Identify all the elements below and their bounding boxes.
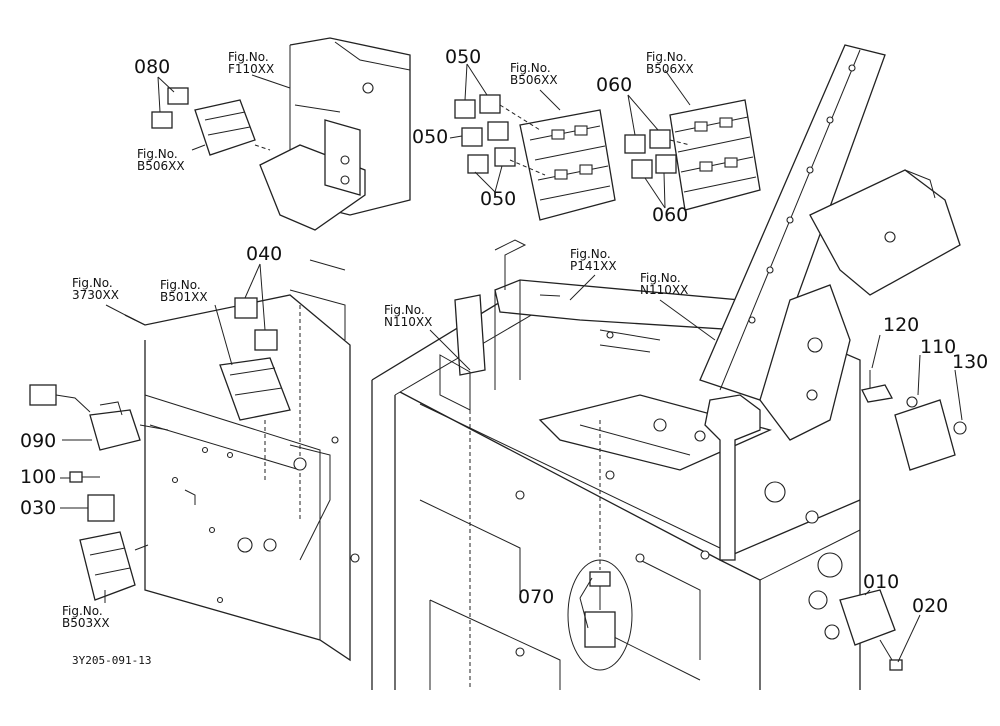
fig-ref-prefix: Fig.No.	[384, 303, 425, 317]
fig-ref-prefix: Fig.No.	[72, 276, 113, 290]
fig-ref-prefix: Fig.No.	[640, 271, 681, 285]
fig-ref-3730: Fig.No. 3730XX	[72, 277, 119, 301]
bolt-100	[69, 471, 100, 483]
relays-050	[454, 94, 546, 176]
callout-050-bottom: 050	[480, 188, 517, 210]
callout-110: 110	[920, 336, 957, 358]
fig-ref-code: 3730XX	[72, 288, 119, 302]
callout-080: 080	[134, 56, 171, 78]
fig-ref-code: B506XX	[646, 62, 694, 76]
drawing-code: 3Y205-091-13	[72, 654, 152, 667]
upper-left-frame	[259, 37, 411, 231]
callout-010: 010	[863, 571, 900, 593]
fig-ref-code: B501XX	[160, 290, 208, 304]
fig-ref-prefix: Fig.No.	[160, 278, 201, 292]
relay-holder-040	[219, 297, 291, 480]
fig-ref-prefix: Fig.No.	[137, 147, 178, 161]
callout-120: 120	[883, 314, 920, 336]
fig-ref-prefix: Fig.No.	[570, 247, 611, 261]
fig-ref-b506-middle: Fig.No. B506XX	[510, 62, 558, 86]
callout-060-bottom: 060	[652, 204, 689, 226]
left-side-panel	[124, 259, 351, 662]
fuse-block-middle	[519, 109, 616, 221]
fig-ref-code: P141XX	[570, 259, 617, 273]
fuse-block-right	[669, 99, 761, 211]
callout-100: 100	[20, 466, 57, 488]
callout-020: 020	[912, 595, 949, 617]
component-010	[824, 589, 903, 671]
callout-050-top: 050	[445, 46, 482, 68]
fig-ref-code: B506XX	[510, 73, 558, 87]
cross-member	[538, 394, 772, 561]
callout-090: 090	[20, 430, 57, 452]
fig-ref-f110: Fig.No. F110XX	[228, 51, 274, 75]
callout-040: 040	[246, 243, 283, 265]
fig-ref-prefix: Fig.No.	[228, 50, 269, 64]
callout-050-middle: 050	[412, 126, 449, 148]
fig-ref-code: N110XX	[640, 283, 689, 297]
solenoid-090	[29, 384, 169, 451]
diagonal-channel	[699, 44, 886, 401]
relay-030	[79, 494, 149, 601]
fig-ref-code: B506XX	[137, 159, 185, 173]
fig-ref-b506-left: Fig.No. B506XX	[137, 148, 185, 172]
fig-ref-n110-right: Fig.No. N110XX	[640, 272, 688, 296]
switch-070	[567, 420, 633, 671]
fig-ref-code: B503XX	[62, 616, 110, 630]
fig-ref-p141: Fig.No. P141XX	[570, 248, 617, 272]
fig-ref-b506-right: Fig.No. B506XX	[646, 51, 694, 75]
callout-070: 070	[518, 586, 555, 608]
fig-ref-code: F110XX	[228, 62, 275, 76]
right-bracket-plates	[759, 169, 961, 441]
fig-ref-code: N110XX	[384, 315, 433, 329]
main-frame	[350, 289, 861, 690]
fig-ref-prefix: Fig.No.	[62, 604, 103, 618]
fig-ref-prefix: Fig.No.	[510, 61, 551, 75]
fig-ref-n110-center: Fig.No. N110XX	[384, 304, 432, 328]
fig-ref-prefix: Fig.No.	[646, 50, 687, 64]
relays-060	[624, 129, 691, 179]
fig-ref-b501: Fig.No. B501XX	[160, 279, 208, 303]
fuse-holder-080	[151, 87, 271, 156]
callout-030: 030	[20, 497, 57, 519]
callout-060-top: 060	[596, 74, 633, 96]
component-110	[861, 370, 967, 471]
callout-130: 130	[952, 351, 989, 373]
fig-ref-b503: Fig.No. B503XX	[62, 605, 110, 629]
leader-lines	[60, 63, 963, 663]
